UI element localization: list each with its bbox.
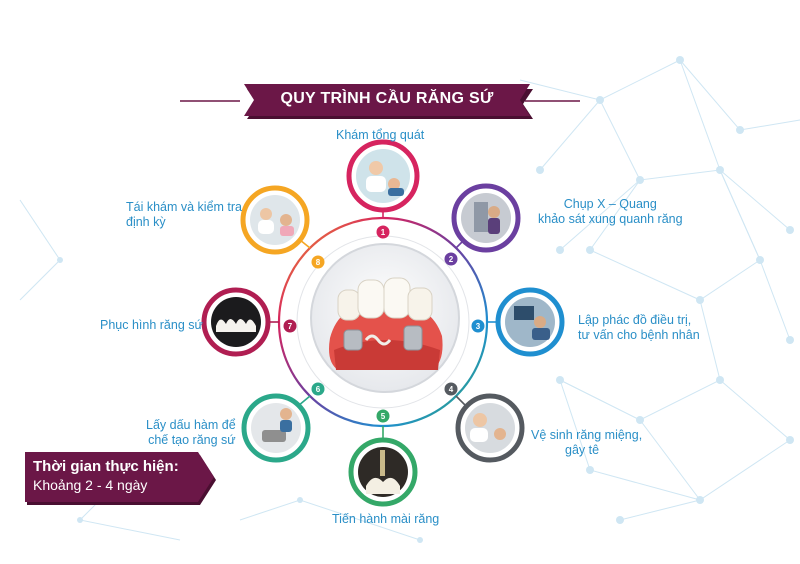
badge-7: 7 [283,319,297,333]
step-1-label: Khám tổng quát [336,128,425,142]
svg-text:4: 4 [449,385,454,394]
step-1-circle [346,139,420,213]
badge-3: 3 [471,319,485,333]
background-nodes [57,56,794,543]
step-7-label: Phục hình răng sứ [100,318,203,332]
step-5-circle [348,437,418,507]
step-4-label: Vệ sinh răng miệng, gây tê [531,428,643,457]
badge-8: 8 [311,255,325,269]
svg-text:7: 7 [288,322,293,331]
svg-text:5: 5 [381,412,386,421]
step-6-circle [241,393,311,463]
step-2-label: Chụp X – Quang khảo sát xung quanh răng [538,197,683,226]
svg-text:3: 3 [476,322,481,331]
badge-2: 2 [444,252,458,266]
center-dental-bridge-icon [329,277,443,370]
badge-4: 4 [444,382,458,396]
page-title: QUY TRÌNH CẦU RĂNG SỨ [280,90,494,107]
step-2-circle [451,183,521,253]
time-box-value: Khoảng 2 - 4 ngày [33,477,148,493]
step-8-circle [240,185,310,255]
time-box-heading: Thời gian thực hiện: [33,458,179,475]
title-ribbon [244,84,533,119]
badge-5: 5 [376,409,390,423]
svg-text:1: 1 [381,228,386,237]
step-4-circle [455,393,525,463]
step-7-circle [201,287,271,357]
step-8-label: Tái khám và kiểm tra định kỳ [126,200,243,229]
time-box: Thời gian thực hiện: Khoảng 2 - 4 ngày [33,458,179,493]
step-3-label: Lập phác đồ điều trị, tư vấn cho bệnh nh… [578,313,700,342]
step-badges: 1 2 3 4 5 6 7 8 [283,225,485,423]
step-6-label: Lấy dấu hàm để chế tạo răng sứ [146,418,236,447]
svg-text:8: 8 [316,258,321,267]
step-3-circle [495,287,565,357]
badge-1: 1 [376,225,390,239]
svg-text:2: 2 [449,255,454,264]
time-box-shape [25,452,216,505]
badge-6: 6 [311,382,325,396]
step-5-label: Tiến hành mài răng [332,512,440,526]
svg-text:6: 6 [316,385,321,394]
